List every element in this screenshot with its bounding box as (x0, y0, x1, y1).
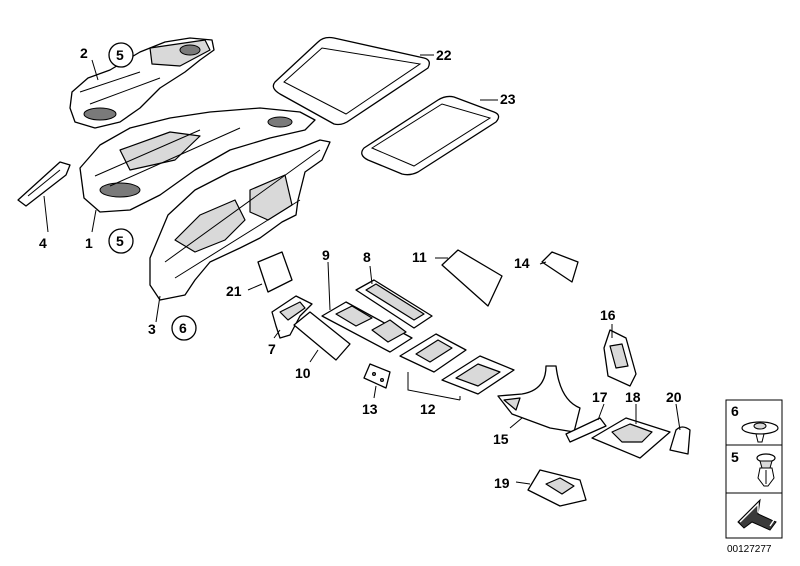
leader-lines (43, 54, 681, 485)
part-1-shape (79, 107, 316, 213)
label-21: 21 (226, 283, 242, 299)
part-7-shape (271, 295, 313, 339)
label-7: 7 (268, 341, 276, 357)
label-1: 1 (85, 235, 93, 251)
label-17: 17 (592, 389, 608, 405)
diagram-code: 00127277 (727, 544, 772, 555)
label-13: 13 (362, 401, 378, 417)
part-17-shape (565, 417, 607, 443)
circle-label-6 (171, 315, 197, 341)
part-16-shape (603, 329, 637, 387)
label-18: 18 (625, 389, 641, 405)
label-15: 15 (493, 431, 509, 447)
legend-label-5: 5 (731, 449, 739, 465)
circle-label-5-top (108, 42, 134, 68)
legend-box: 6 5 (725, 399, 783, 539)
label-5-bottom: 5 (116, 233, 124, 249)
label-22: 22 (436, 47, 452, 63)
part-14-shape (541, 251, 579, 283)
label-12: 12 (420, 401, 436, 417)
label-9: 9 (322, 247, 330, 263)
part-23-shape (361, 95, 500, 176)
label-2: 2 (80, 45, 88, 61)
label-20: 20 (666, 389, 682, 405)
label-11: 11 (412, 249, 427, 265)
label-6: 6 (179, 320, 187, 336)
part-15-shape (497, 365, 581, 433)
part-22-shape (272, 36, 430, 126)
clip-6-icon (741, 421, 779, 443)
part-11-shape (441, 249, 503, 307)
label-10: 10 (295, 365, 311, 381)
part-3-shape (149, 139, 331, 301)
part-20-shape (669, 426, 691, 455)
legend-label-6: 6 (731, 403, 739, 419)
label-5-top: 5 (116, 47, 124, 63)
arrow-icon (737, 498, 777, 531)
part-12-shape (399, 333, 515, 401)
circle-label-5-bottom (108, 228, 134, 254)
label-16: 16 (600, 307, 616, 323)
rivet-5-icon (756, 453, 776, 487)
part-21-shape (257, 251, 293, 293)
part-8-shape (355, 279, 433, 329)
label-23: 23 (500, 91, 516, 107)
part-18-shape (591, 417, 671, 459)
label-3: 3 (148, 321, 156, 337)
part-19-shape (527, 469, 587, 507)
label-14: 14 (514, 255, 530, 271)
label-8: 8 (363, 249, 371, 265)
label-4: 4 (39, 235, 47, 251)
part-4-shape (17, 161, 71, 207)
part-9-shape (321, 301, 413, 353)
part-13-shape (363, 363, 391, 389)
label-19: 19 (494, 475, 510, 491)
part-10-shape (293, 311, 351, 361)
part-2-shape (69, 37, 215, 129)
